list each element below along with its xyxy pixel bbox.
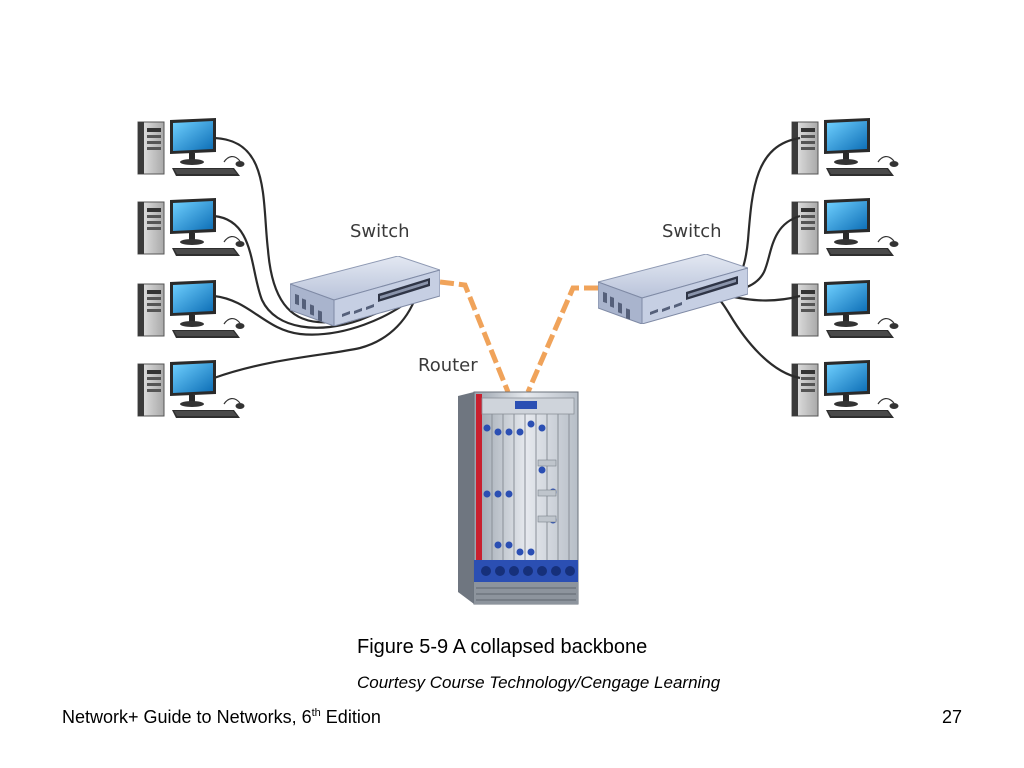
switch-right-label: Switch bbox=[662, 221, 722, 242]
router-label: Router bbox=[418, 355, 478, 376]
desktop-computer-icon bbox=[137, 118, 246, 177]
book-title-prefix: Network+ Guide to Networks, 6 bbox=[62, 707, 312, 727]
desktop-computer-icon bbox=[791, 198, 900, 257]
right-cables bbox=[711, 136, 801, 380]
backbone-links bbox=[439, 279, 598, 393]
desktop-computer-icon bbox=[137, 198, 246, 257]
book-title: Network+ Guide to Networks, 6th Edition bbox=[62, 707, 381, 728]
figure-caption: Figure 5-9 A collapsed backbone bbox=[357, 636, 648, 658]
desktop-computer-icon bbox=[137, 360, 246, 419]
collapsed-backbone-diagram: Switch Switch Router bbox=[137, 118, 900, 605]
desktop-computer-icon bbox=[791, 280, 900, 339]
book-title-suffix: Edition bbox=[320, 707, 381, 727]
page-number: 27 bbox=[941, 707, 962, 727]
desktop-computer-icon bbox=[791, 360, 900, 419]
figure-credit: Courtesy Course Technology/Cengage Learn… bbox=[357, 673, 721, 692]
desktop-computer-icon bbox=[791, 118, 900, 177]
switch-left-label: Switch bbox=[350, 221, 410, 242]
network-switch-icon bbox=[598, 254, 748, 324]
desktop-computer-icon bbox=[137, 280, 246, 339]
book-title-sup: th bbox=[311, 707, 321, 719]
network-switch-icon bbox=[290, 256, 440, 326]
router-chassis-icon bbox=[458, 391, 579, 605]
